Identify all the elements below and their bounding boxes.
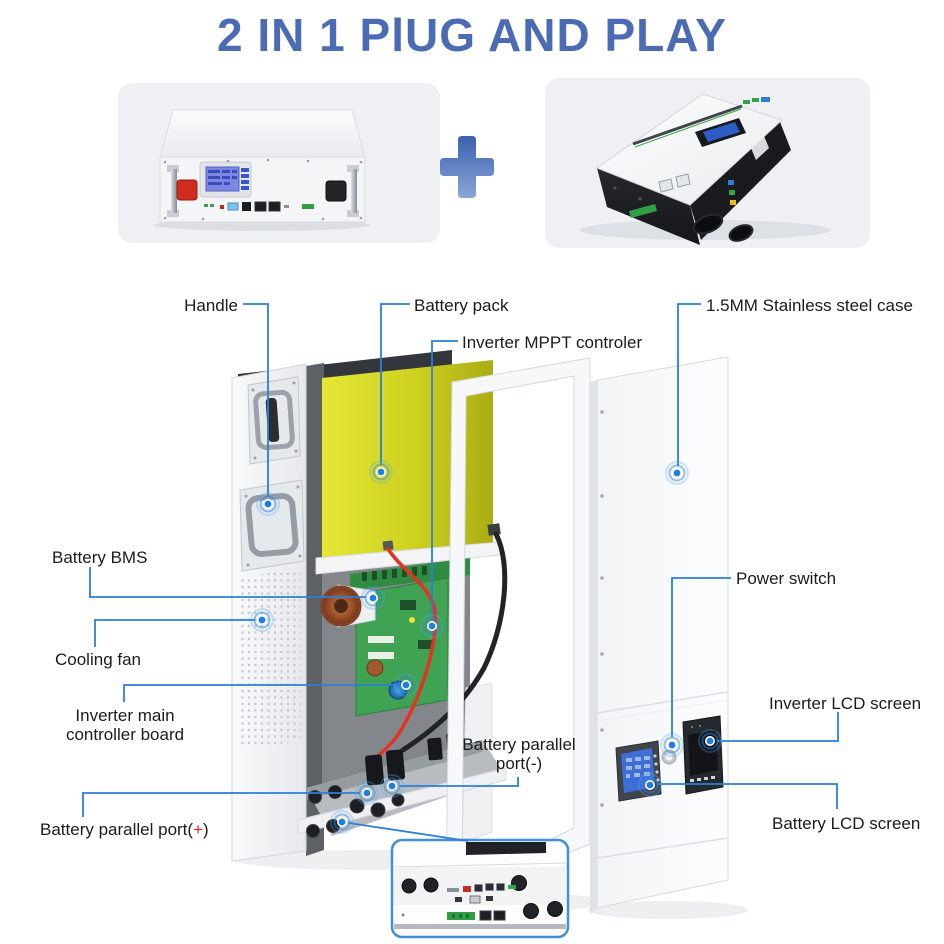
label-parallel-minus-line2: port(-)	[495, 754, 543, 773]
hotspot-parallel-plus	[355, 781, 379, 805]
callout-line-parallel-minus	[399, 777, 519, 787]
upper-handle	[247, 376, 301, 465]
callout-line-main-board	[123, 684, 399, 702]
label-parallel-minus: Battery parallel port(-)	[453, 735, 585, 773]
callout-line-cooling-fan	[94, 619, 255, 647]
inverter-photo-card	[545, 78, 870, 248]
front-ports	[613, 173, 754, 242]
label-parallel-plus-prefix: Battery parallel port(	[40, 820, 194, 839]
label-battery-lcd: Battery LCD screen	[772, 814, 921, 833]
callout-line-handle	[243, 303, 269, 497]
callout-line-battery-lcd	[657, 783, 838, 809]
screws	[163, 158, 363, 221]
battery-case-opened	[231, 350, 508, 862]
callout-line-battery-bms	[89, 567, 366, 598]
inverter-lcd-screen-photo	[695, 118, 746, 147]
label-main-board: Inverter main controller board	[54, 706, 196, 744]
label-parallel-minus-line1: Battery parallel	[462, 735, 576, 754]
label-battery-bms: Battery BMS	[52, 548, 148, 567]
label-parallel-plus-suffix: )	[203, 820, 209, 839]
label-inverter-mppt: Inverter MPPT controler	[462, 333, 643, 352]
hotspot-parallel-minus	[380, 774, 404, 798]
label-parallel-plus-sign: +	[193, 820, 204, 839]
hotspot-steel-case	[665, 461, 689, 485]
label-parallel-plus: Battery parallel port(+)	[40, 820, 209, 839]
label-steel-case: 1.5MM Stainless steel case	[706, 296, 913, 315]
battery-unit-photo	[154, 109, 370, 231]
inverter-lcd-module	[682, 715, 724, 795]
front-door-panel	[590, 356, 729, 914]
callout-lines	[82, 303, 839, 842]
brand-logo	[743, 97, 770, 104]
red-cable	[374, 547, 438, 760]
label-handle: Handle	[184, 296, 238, 315]
label-cooling-fan: Cooling fan	[55, 650, 142, 669]
page-title: 2 IN 1 PlUG AND PLAY	[217, 9, 727, 61]
callout-line-inverter-lcd	[717, 712, 839, 742]
battery-lcd-panel	[199, 161, 252, 198]
hotspot-inverter-lcd	[698, 729, 722, 753]
callout-line-power-switch	[671, 577, 731, 737]
callout-line-inverter-mppt	[431, 340, 458, 619]
callout-line-battery-pack	[380, 303, 410, 465]
black-breaker-button	[325, 180, 347, 202]
hotspot-inverter-mppt	[420, 614, 444, 638]
right-handle-bar	[347, 165, 359, 217]
callout-line-inset	[348, 822, 469, 842]
label-power-switch: Power switch	[736, 569, 837, 588]
hotspot-inset-anchor	[330, 810, 354, 834]
front-ports-row	[204, 201, 314, 212]
hotspot-power-switch	[660, 733, 684, 757]
hotspot-handle	[256, 492, 280, 516]
inverter-photo	[580, 93, 830, 245]
label-main-board-line1: Inverter main	[75, 706, 175, 725]
bottom-ports-inset	[390, 838, 570, 939]
left-handle-bar	[167, 165, 179, 217]
hotspot-main-board	[394, 673, 418, 697]
hotspot-battery-bms	[361, 586, 385, 610]
battery-unit-photo-card	[118, 83, 440, 243]
plus-icon	[432, 122, 502, 208]
callout-line-steel-case	[677, 303, 701, 466]
hotspot-battery-pack	[369, 460, 393, 484]
black-cable	[400, 531, 508, 753]
red-breaker-button	[176, 179, 198, 201]
callout-line-parallel-plus	[82, 792, 360, 817]
door-screws	[600, 410, 604, 807]
label-main-board-line2: controller board	[65, 725, 185, 744]
label-inverter-lcd: Inverter LCD screen	[769, 694, 922, 713]
hotspot-battery-lcd	[638, 773, 662, 797]
label-battery-pack: Battery pack	[414, 296, 509, 315]
cooling-vent-grid	[239, 569, 301, 749]
side-label	[728, 136, 769, 205]
hotspot-cooling-fan	[250, 608, 274, 632]
